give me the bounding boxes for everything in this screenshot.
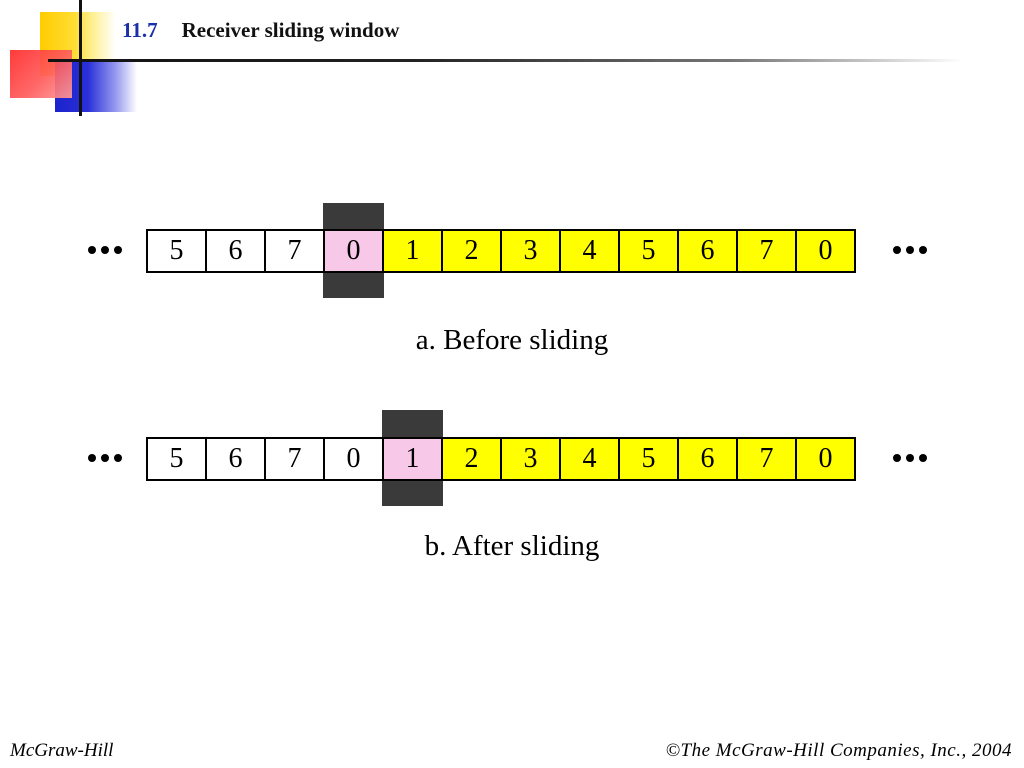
sequence-row: 5 6 7 0 1 2 3 4 5 6 7 0 bbox=[146, 229, 856, 273]
slide-heading: 11.7 Receiver sliding window bbox=[122, 18, 399, 43]
sequence-cell: 7 bbox=[736, 437, 797, 481]
marker-bar-bottom bbox=[323, 271, 384, 298]
sequence-cell: 6 bbox=[677, 229, 738, 273]
footer-copyright: ©The McGraw-Hill Companies, Inc., 2004 bbox=[665, 740, 1012, 761]
sequence-cell: 0 bbox=[795, 437, 856, 481]
sequence-cell: 6 bbox=[677, 437, 738, 481]
slide-title: Receiver sliding window bbox=[181, 18, 400, 42]
sequence-cell: 5 bbox=[618, 229, 679, 273]
decorative-vertical-line bbox=[79, 0, 82, 116]
ellipsis-left-icon bbox=[88, 454, 122, 462]
caption-before: a. Before sliding bbox=[415, 324, 609, 356]
sequence-cell: 0 bbox=[323, 229, 384, 273]
sequence-cell: 2 bbox=[441, 229, 502, 273]
sequence-cell: 5 bbox=[146, 229, 207, 273]
marker-bar-top bbox=[323, 203, 384, 230]
sequence-cell: 3 bbox=[500, 229, 561, 273]
marker-bar-top bbox=[382, 410, 443, 438]
decorative-red-square bbox=[10, 50, 72, 98]
sequence-cell: 5 bbox=[146, 437, 207, 481]
sequence-cell: 6 bbox=[205, 229, 266, 273]
sequence-cell: 3 bbox=[500, 437, 561, 481]
marker-bar-bottom bbox=[382, 479, 443, 506]
sequence-cell: 0 bbox=[795, 229, 856, 273]
sequence-row: 5 6 7 0 1 2 3 4 5 6 7 0 bbox=[146, 437, 856, 481]
caption-after: b. After sliding bbox=[424, 530, 600, 562]
header-rule bbox=[48, 59, 963, 62]
sequence-cell: 7 bbox=[264, 229, 325, 273]
sequence-cell: 6 bbox=[205, 437, 266, 481]
ellipsis-right-icon bbox=[893, 246, 927, 254]
sequence-cell: 1 bbox=[382, 229, 443, 273]
ellipsis-right-icon bbox=[893, 454, 927, 462]
sequence-cell: 2 bbox=[441, 437, 502, 481]
sequence-cell: 5 bbox=[618, 437, 679, 481]
footer-publisher: McGraw-Hill bbox=[10, 740, 114, 761]
sequence-cell: 7 bbox=[736, 229, 797, 273]
sequence-cell: 0 bbox=[323, 437, 384, 481]
section-number: 11.7 bbox=[122, 18, 158, 42]
sequence-cell: 4 bbox=[559, 229, 620, 273]
ellipsis-left-icon bbox=[88, 246, 122, 254]
sequence-cell: 1 bbox=[382, 437, 443, 481]
sequence-cell: 7 bbox=[264, 437, 325, 481]
sequence-cell: 4 bbox=[559, 437, 620, 481]
